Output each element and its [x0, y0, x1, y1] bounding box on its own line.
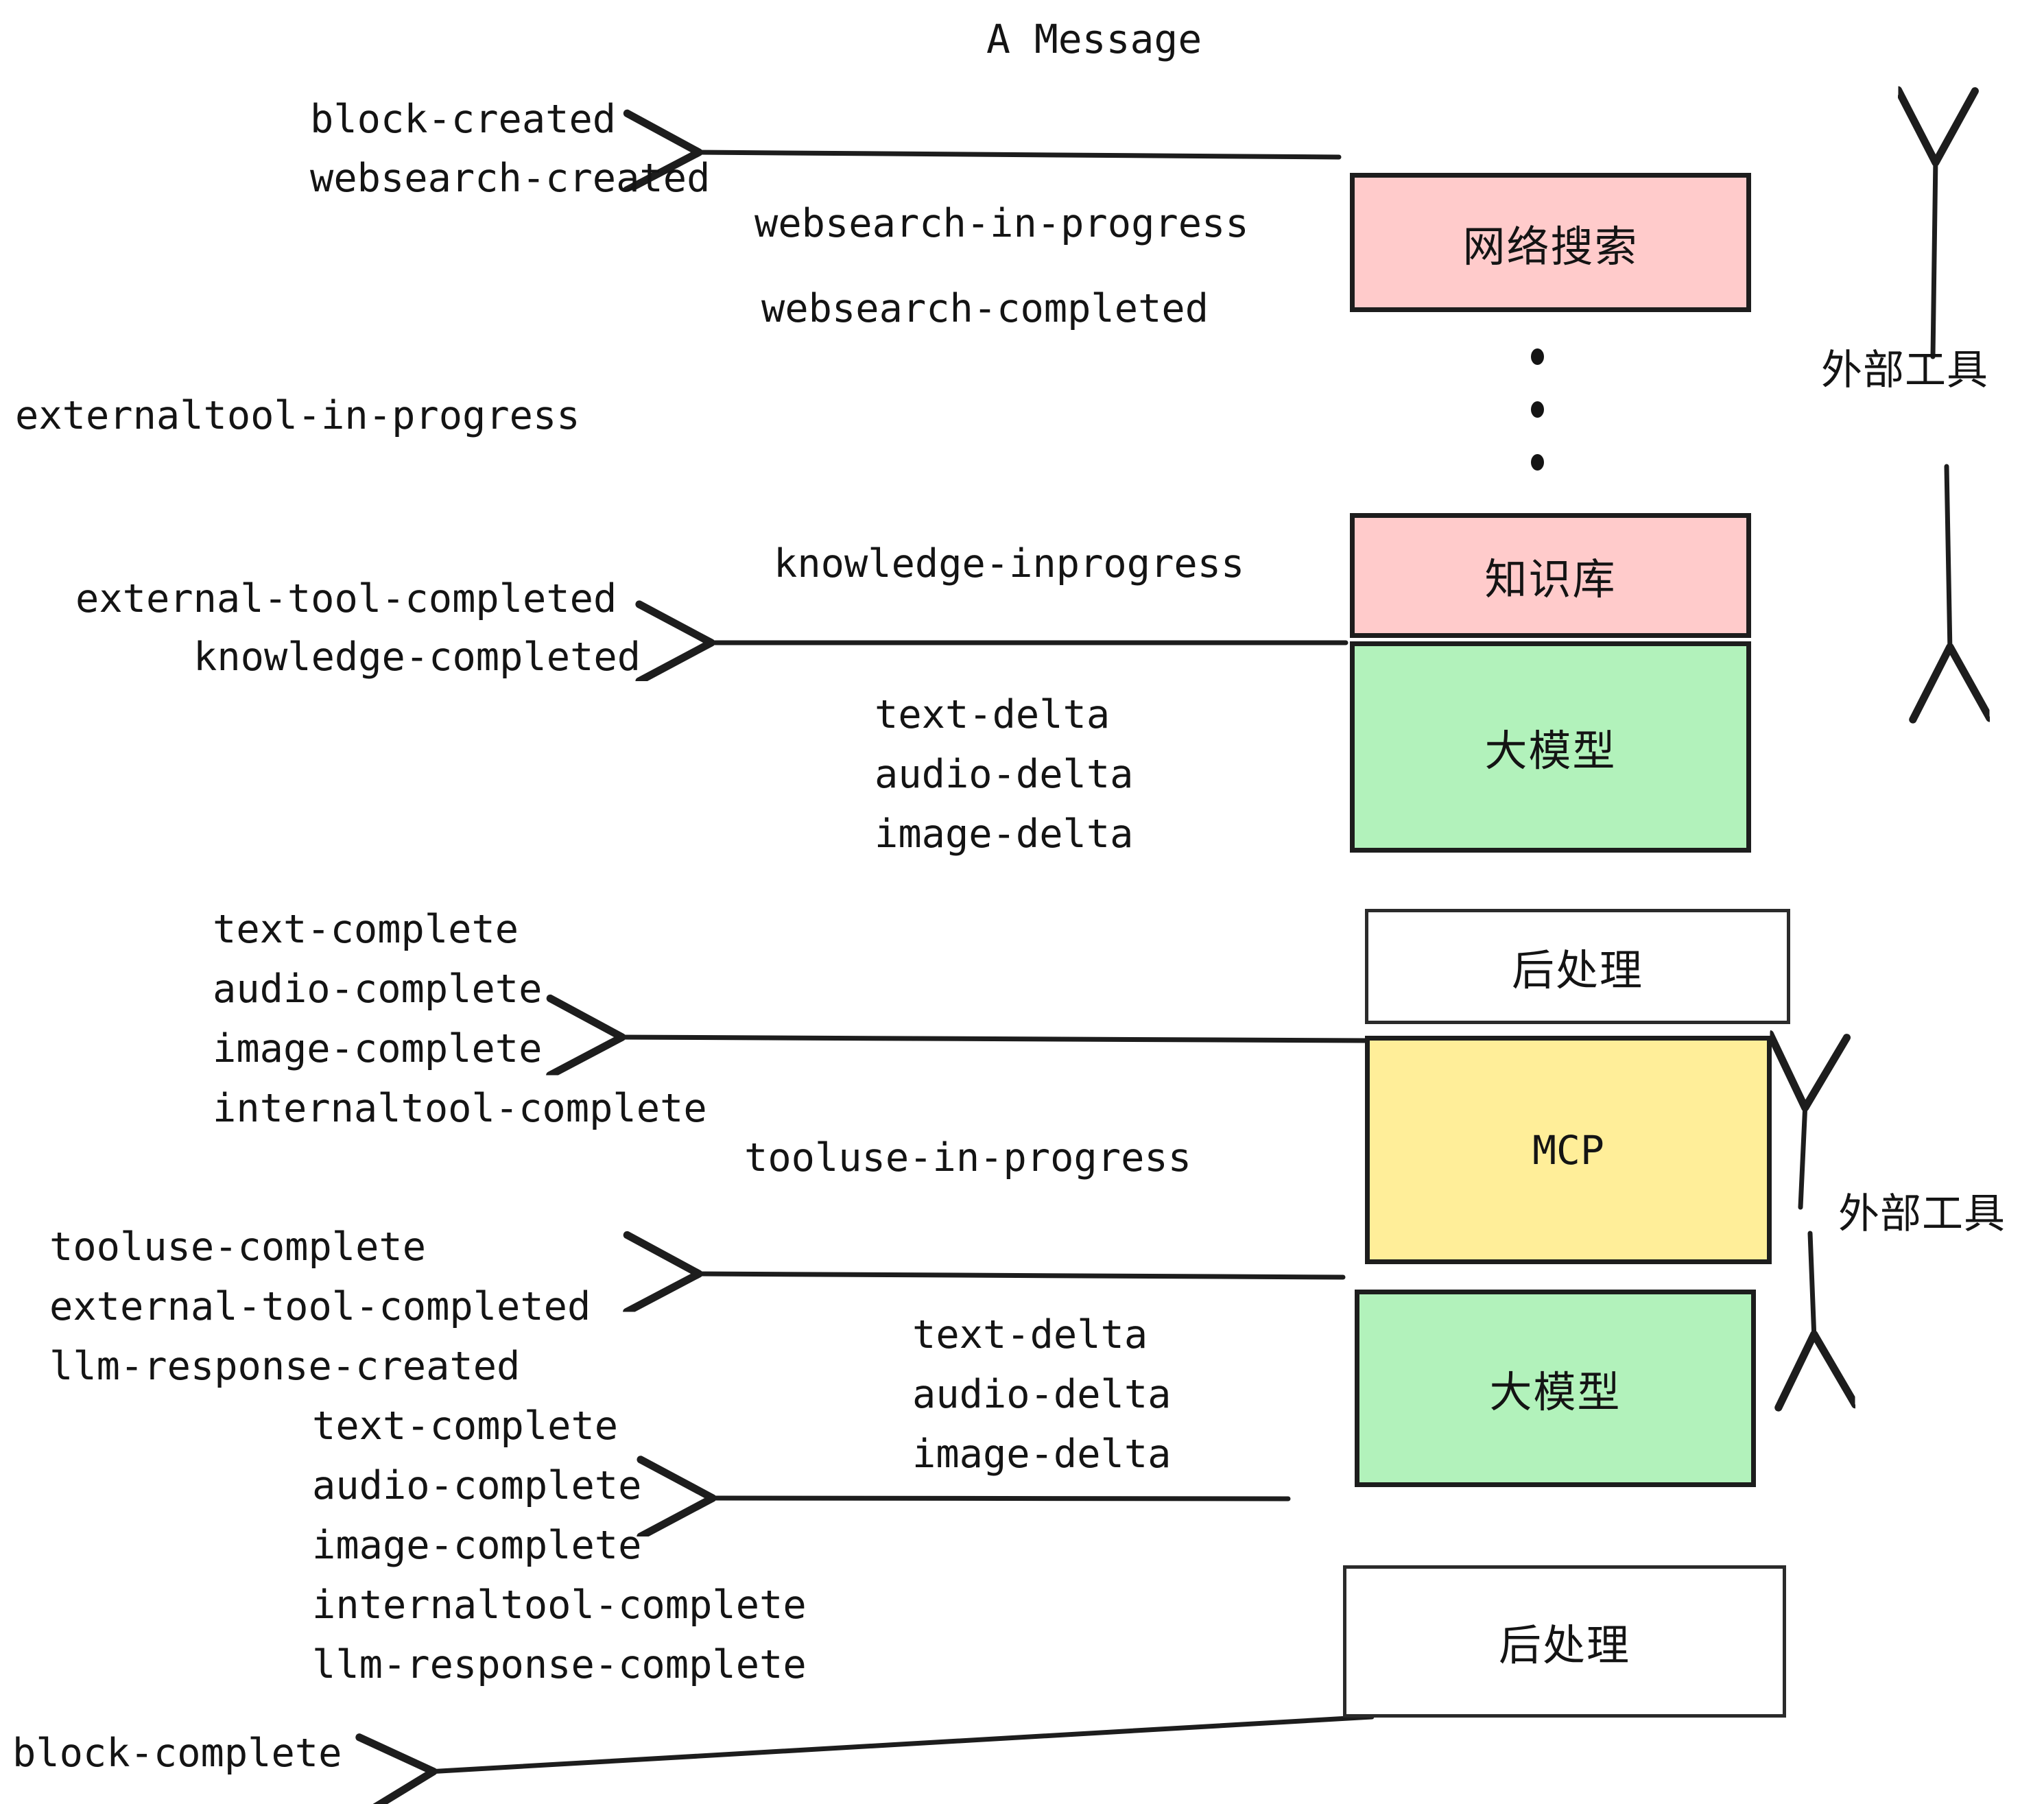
ellipsis-dot-3 — [1531, 454, 1544, 471]
arrow-postprocess-to-image-complete — [617, 1037, 1368, 1041]
event-label-text-delta-2: text-delta — [912, 1312, 1148, 1357]
box-postprocess-bottom[interactable]: 后处理 — [1343, 1565, 1786, 1718]
box-mcp[interactable]: MCP — [1365, 1036, 1772, 1264]
event-label-llm-response-complete: llm-response-complete — [312, 1642, 807, 1687]
box-llm-top-label: 大模型 — [1484, 726, 1617, 776]
event-label-image-delta-1: image-delta — [875, 811, 1134, 857]
event-label-block-created: block-created — [310, 97, 617, 142]
ellipsis-dot-2 — [1531, 401, 1544, 418]
event-label-knowledge-inprogress: knowledge-inprogress — [774, 541, 1245, 586]
box-knowledge[interactable]: 知识库 — [1350, 513, 1751, 638]
event-label-text-complete-2: text-complete — [312, 1403, 619, 1449]
arrow-postprocess-to-block-complete — [429, 1714, 1375, 1772]
event-label-llm-response-created: llm-response-created — [49, 1344, 521, 1389]
box-postprocess-top[interactable]: 后处理 — [1365, 909, 1790, 1024]
event-label-image-complete-1: image-complete — [213, 1026, 543, 1071]
box-websearch[interactable]: 网络搜索 — [1350, 173, 1751, 312]
diagram-title: A Message — [986, 16, 1202, 62]
event-label-audio-complete-2: audio-complete — [312, 1463, 642, 1508]
box-mcp-label: MCP — [1532, 1126, 1604, 1174]
box-postprocess-bottom-label: 后处理 — [1498, 1620, 1630, 1670]
annotation-external-tools-top: 外部工具 — [1821, 346, 1988, 394]
external-tools-top-arrow — [1933, 158, 1950, 652]
event-label-websearch-created: websearch-created — [310, 156, 711, 201]
event-label-websearch-in-progress: websearch-in-progress — [754, 201, 1249, 246]
event-label-text-complete-1: text-complete — [213, 907, 519, 952]
event-label-tooluse-in-progress: tooluse-in-progress — [744, 1135, 1192, 1180]
event-label-audio-delta-1: audio-delta — [875, 752, 1134, 797]
arrow-mcp-to-tooluse-complete — [694, 1274, 1346, 1277]
event-label-audio-delta-2: audio-delta — [912, 1372, 1172, 1417]
arrow-llm-to-audio-complete — [708, 1498, 1291, 1499]
arrow-websearch-to-events — [694, 152, 1342, 157]
external-tools-bottom-arrow — [1801, 1103, 1814, 1339]
event-label-image-delta-2: image-delta — [912, 1432, 1172, 1477]
box-knowledge-label: 知识库 — [1484, 554, 1617, 604]
event-label-block-complete: block-complete — [12, 1731, 342, 1776]
box-llm-top[interactable]: 大模型 — [1350, 641, 1751, 853]
event-label-knowledge-completed: knowledge-completed — [193, 634, 641, 680]
event-label-audio-complete-1: audio-complete — [213, 966, 543, 1012]
event-label-text-delta-1: text-delta — [875, 692, 1110, 737]
box-postprocess-top-label: 后处理 — [1511, 945, 1643, 995]
box-llm-bottom-label: 大模型 — [1489, 1367, 1621, 1417]
event-label-externaltool-in-progress: externaltool-in-progress — [15, 393, 580, 438]
event-label-internaltool-complete-1: internaltool-complete — [213, 1086, 707, 1131]
event-label-internaltool-complete-2: internaltool-complete — [312, 1582, 807, 1628]
event-label-external-tool-completed-2: external-tool-completed — [49, 1284, 591, 1329]
event-label-websearch-completed: websearch-completed — [761, 286, 1209, 331]
annotation-external-tools-bottom: 外部工具 — [1838, 1190, 2006, 1238]
ellipsis-dot-1 — [1531, 348, 1544, 365]
event-label-external-tool-completed-1: external-tool-completed — [75, 576, 617, 621]
box-websearch-label: 网络搜索 — [1462, 221, 1639, 272]
box-llm-bottom[interactable]: 大模型 — [1355, 1290, 1756, 1487]
event-label-tooluse-complete: tooluse-complete — [49, 1224, 427, 1270]
event-label-image-complete-2: image-complete — [312, 1523, 642, 1568]
